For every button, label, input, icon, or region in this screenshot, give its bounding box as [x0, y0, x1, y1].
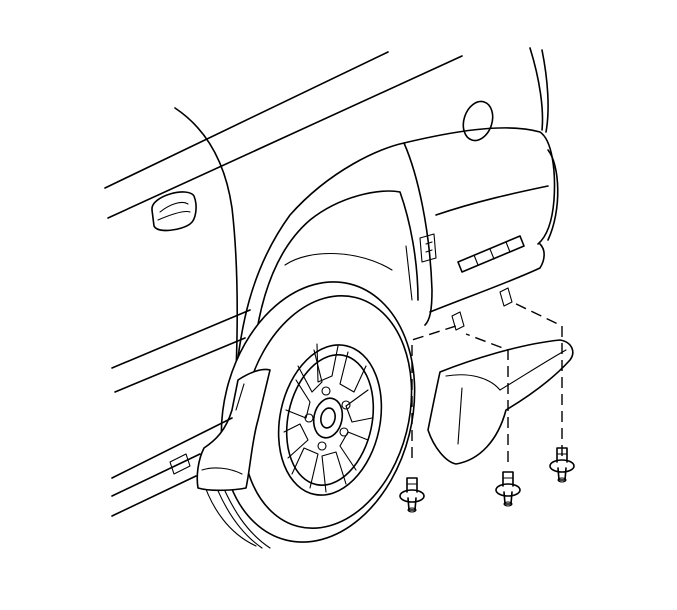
push-pin-fastener: [549, 447, 575, 483]
bed-panel: [403, 127, 559, 313]
body-mounting-tabs: [451, 287, 513, 331]
mounting-paths: [411, 301, 563, 462]
fuel-door: [462, 100, 494, 142]
fender-flare: [234, 142, 437, 386]
push-pin-fastener: [495, 471, 521, 507]
push-pin-fastener: [399, 477, 425, 513]
side-marker-lamp: [457, 235, 525, 273]
rear-mud-flap: [427, 339, 574, 465]
door-handle: [151, 191, 197, 232]
wheel-rim: [277, 343, 383, 496]
front-mud-flap: [196, 368, 271, 492]
rocker-step: [111, 417, 233, 517]
body-side-panel: [104, 47, 549, 393]
